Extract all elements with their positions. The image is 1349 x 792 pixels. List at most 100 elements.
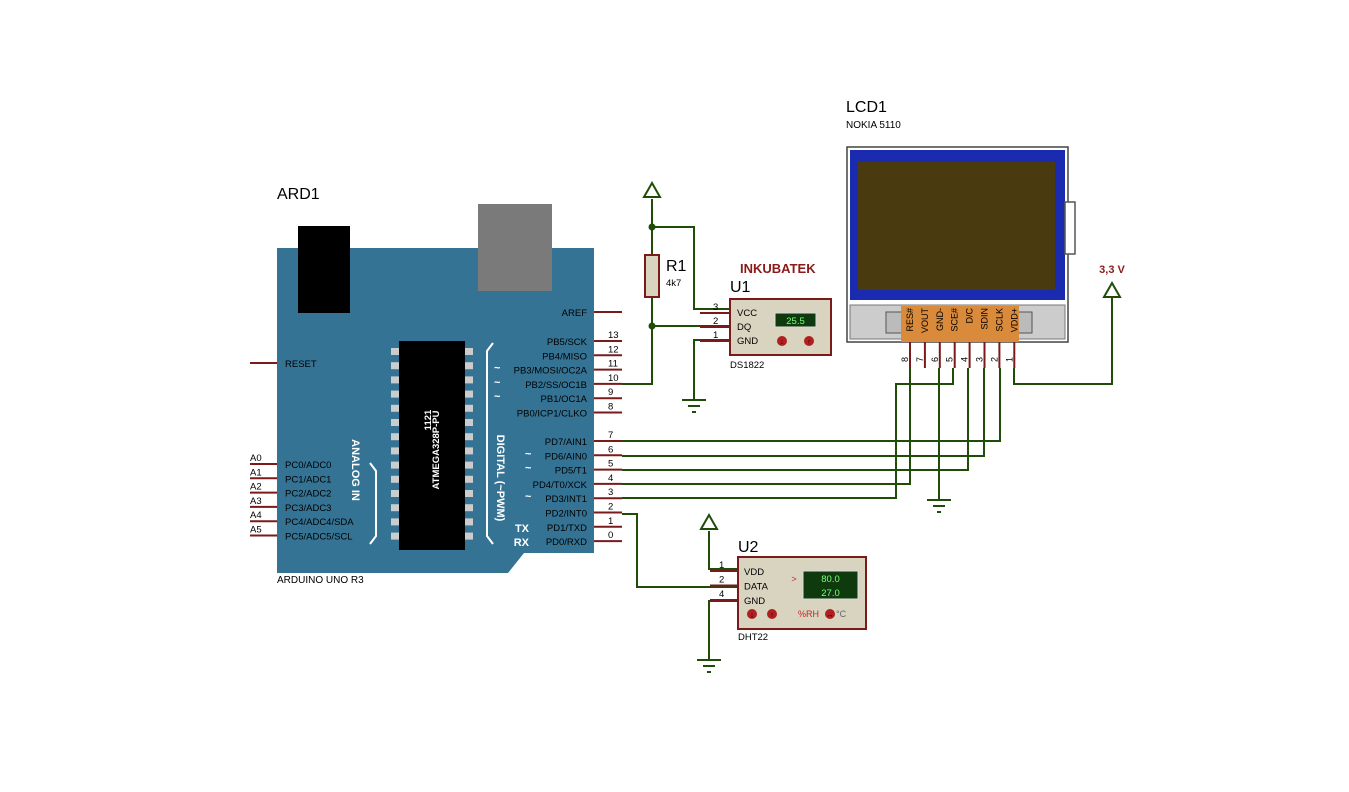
analog-pin-ext-label: A0	[250, 453, 262, 464]
svg-text:↓: ↓	[780, 339, 784, 346]
chip-pin	[465, 362, 473, 370]
digital-pin-name: PD3/INT1	[545, 494, 587, 505]
digital-pin-name: PD4/T0/XCK	[533, 480, 588, 491]
digital-pin-name: PD7/AIN1	[545, 437, 587, 448]
wire-d6-sdin	[622, 368, 985, 457]
power-arrow-icon	[642, 180, 662, 198]
chip-pin	[391, 433, 399, 441]
lcd-screen	[858, 162, 1055, 290]
power-jack	[298, 226, 350, 313]
resistor-r1[interactable]: R1 4k7	[644, 254, 687, 298]
lcd-pin-number: 6	[930, 357, 940, 362]
pwm-mark: ~	[494, 391, 501, 403]
arduino-board[interactable]: ARD1 ARDUINO UNO R3 1121 ATMEGA328P-PU A…	[250, 186, 622, 586]
chip-pin	[391, 390, 399, 398]
lcd-pin-number: 1	[1004, 357, 1014, 362]
chip-code: 1121	[423, 409, 434, 430]
power-arrow-icon	[699, 512, 719, 530]
analog-pin-ext-label: A4	[250, 510, 262, 521]
chip-label: ATMEGA328P-PU	[431, 410, 442, 489]
analog-pin-name: PC4/ADC4/SDA	[285, 517, 354, 528]
ds1822-pin-number: 2	[713, 316, 718, 327]
chip-pin	[391, 404, 399, 412]
digital-pin-number: 8	[608, 402, 613, 413]
increase-button-icon[interactable]	[804, 336, 814, 346]
digital-pin-number: 13	[608, 330, 619, 341]
dht22-display	[802, 570, 859, 600]
wire-lcd-vdd	[1013, 297, 1113, 385]
digital-pin-number: 2	[608, 502, 613, 513]
analog-pin-name: PC1/ADC1	[285, 474, 331, 485]
chip-pin	[391, 504, 399, 512]
ground-icon	[682, 399, 706, 413]
decrease-button-icon[interactable]	[747, 609, 757, 619]
chip-pin	[391, 532, 399, 540]
wire-u1-vcc	[652, 226, 730, 310]
lcd-pin-name: VDD+	[1009, 308, 1019, 332]
nokia-lcd[interactable]: LCD1 NOKIA 5110 8RES#7VOUT6GND-5SCE#4D/C…	[846, 99, 1076, 368]
lcd-pin-number: 4	[960, 357, 970, 362]
rx-label: RX	[514, 537, 530, 549]
chip-pin	[391, 376, 399, 384]
lcd-ref: LCD1	[846, 99, 887, 116]
ground-icon	[697, 659, 721, 673]
ds1822-pin-name: VCC	[737, 308, 757, 319]
dht22-sensor[interactable]: U2 > 80.0 27.0 ↓ ↑ ↔ %RH °C DHT22 1VDD2D…	[710, 539, 867, 643]
dht22-pin-number: 2	[719, 575, 724, 586]
lcd-side-tab	[1064, 201, 1076, 255]
pwm-mark: ~	[525, 491, 532, 503]
wire-d4-res	[622, 368, 911, 485]
power-symbols: 3,3 V	[642, 180, 1126, 673]
pwm-mark: ~	[525, 463, 532, 475]
chip-pin	[465, 518, 473, 526]
analog-pin-name: PC0/ADC0	[285, 460, 331, 471]
junction-dot	[648, 223, 656, 231]
dht22-arrow: >	[791, 574, 796, 584]
ds1822-reading: 25.5	[786, 316, 805, 327]
digital-pin-number: 0	[608, 530, 613, 541]
chip-pin	[465, 490, 473, 497]
analog-bracket	[369, 462, 377, 545]
decrease-button-icon[interactable]	[777, 336, 787, 346]
lcd-pin-number: 5	[945, 357, 955, 362]
increase-button-icon[interactable]	[767, 609, 777, 619]
chip-pin	[391, 419, 399, 426]
dht22-unit-c: °C	[836, 609, 847, 619]
wire-d7-sclk	[622, 368, 1001, 442]
ds1822-part: DS1822	[730, 360, 764, 371]
digital-pin-name: PD6/AIN0	[545, 451, 587, 462]
chip-pin	[465, 461, 473, 469]
mcu-chip: 1121 ATMEGA328P-PU	[391, 341, 473, 550]
lcd-pin-name: D/C	[965, 308, 975, 324]
dht22-pin-name: VDD	[744, 567, 764, 578]
wire-u2-vdd	[708, 531, 738, 570]
toggle-button-icon[interactable]	[825, 609, 835, 619]
dht22-temperature: 27.0	[821, 588, 840, 599]
tx-label: TX	[515, 523, 530, 535]
lcd-pin-number: 7	[915, 357, 925, 362]
digital-pin-name: PD1/TXD	[547, 523, 587, 534]
analog-pin-ext-label: A3	[250, 496, 262, 507]
chip-pin	[391, 461, 399, 469]
analog-pin-name: PC5/ADC5/SCL	[285, 532, 353, 543]
analog-pin-name: PC3/ADC3	[285, 503, 331, 514]
wires	[622, 199, 1113, 660]
svg-text:↔: ↔	[827, 612, 834, 619]
aref-label: AREF	[562, 308, 588, 319]
chip-pin	[465, 404, 473, 412]
digital-pin-number: 12	[608, 344, 619, 355]
digital-pin-number: 7	[608, 430, 613, 441]
lcd-pin-name: RES#	[905, 308, 915, 332]
analog-pin-name: PC2/ADC2	[285, 489, 331, 500]
digital-pin-number: 1	[608, 516, 613, 527]
lcd-pin-name: SCLK	[994, 308, 1004, 332]
chip-pin	[465, 348, 473, 355]
chip-pin	[465, 475, 473, 483]
analog-pins: A0PC0/ADC0A1PC1/ADC1A2PC2/ADC2A3PC3/ADC3…	[250, 453, 354, 543]
wire-u2-data	[622, 513, 738, 588]
